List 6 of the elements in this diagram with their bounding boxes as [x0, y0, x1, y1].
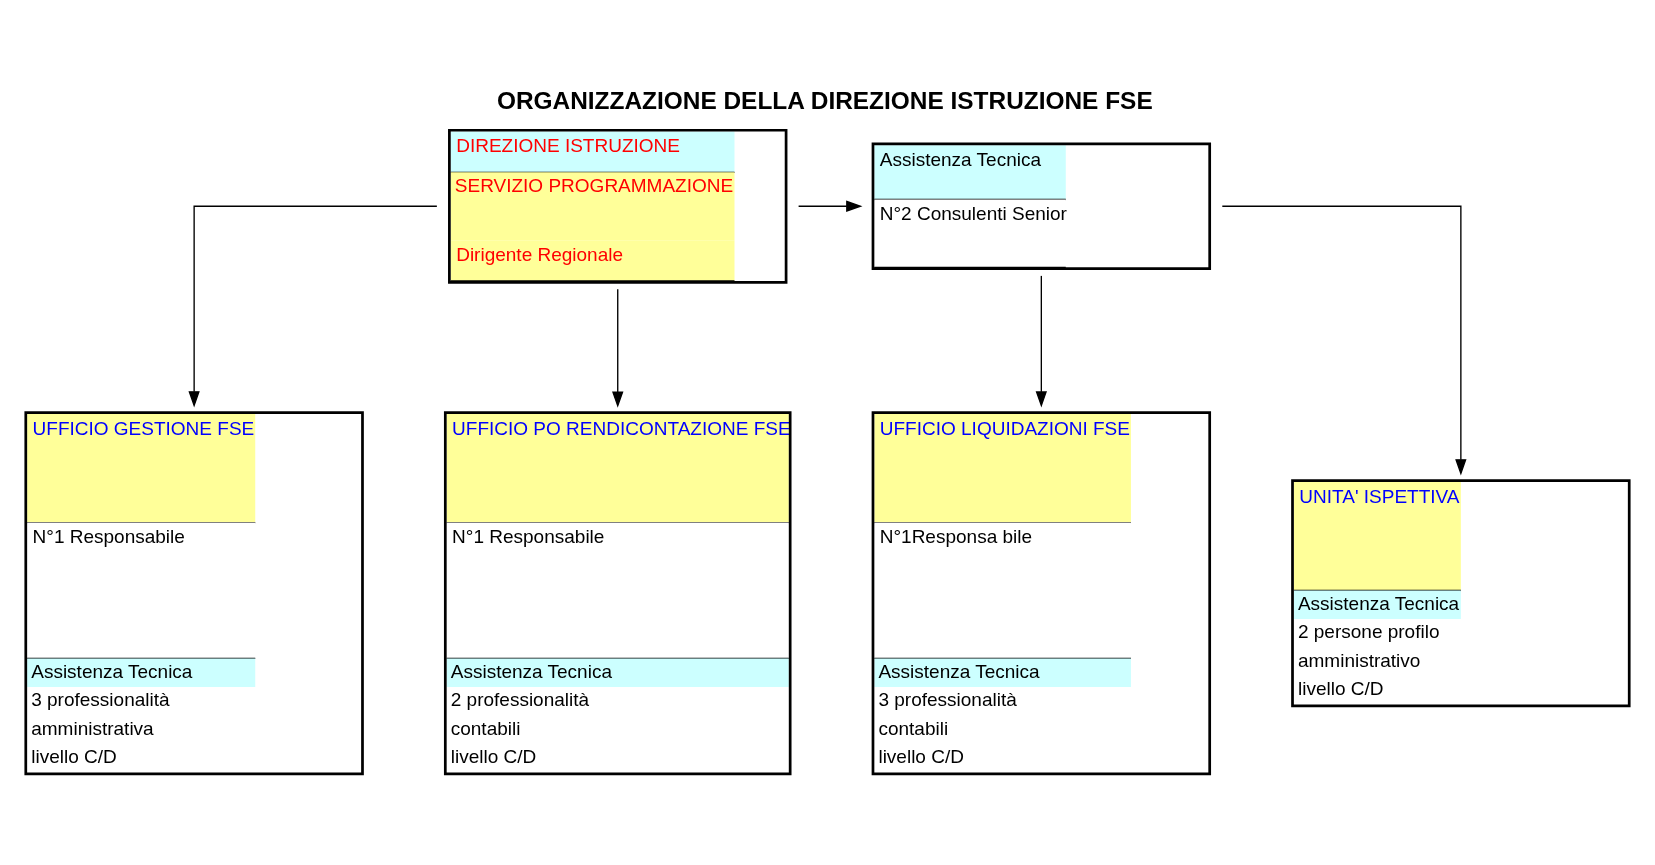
arrow [1221, 205, 1467, 475]
arrow [188, 205, 438, 407]
diagram-title: ORGANIZZAZIONE DELLA DIREZIONE ISTRUZIONE FSE [496, 86, 1153, 114]
arrow [1035, 274, 1048, 408]
arrow [612, 288, 624, 408]
arrow [797, 200, 863, 212]
